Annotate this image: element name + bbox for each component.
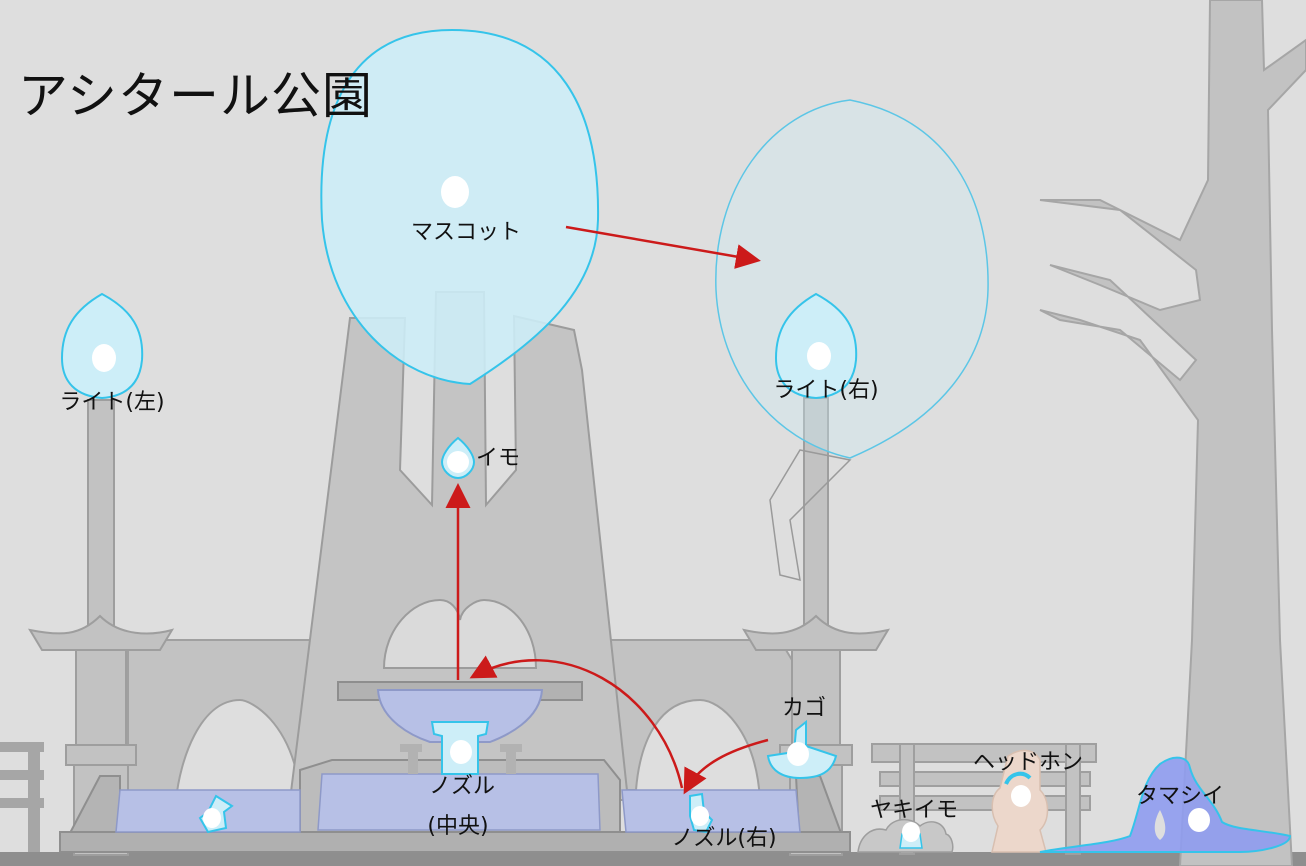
arrow-nozzle-right-to-center	[469, 655, 684, 789]
bench-left	[0, 742, 44, 852]
label-tamashii: タマシイ	[1135, 784, 1225, 809]
tamashii-hole	[1154, 810, 1166, 840]
headphone-highlight	[1004, 771, 1032, 785]
label-headphone: ヘッドホン	[972, 750, 1084, 775]
dot-light-left	[92, 344, 116, 372]
label-imo: イモ	[475, 446, 521, 471]
dot-nozzle-right	[691, 806, 709, 826]
dot-nozzle-left	[203, 808, 221, 828]
lamp-post-left	[27, 399, 175, 856]
label-nozzle-center: ノズル	[428, 774, 496, 799]
arch-walls	[127, 639, 793, 801]
label-mascot: マスコット	[410, 220, 522, 245]
tree	[1039, 0, 1306, 866]
label-kago: カゴ	[781, 696, 827, 721]
arrow-mascot-move	[565, 225, 761, 269]
label-light-left: ライト(左)	[59, 390, 165, 415]
arrows	[445, 225, 769, 795]
label-nozzle-center-sub: (中央)	[427, 814, 489, 839]
arrow-kago-to-nozzle-right	[683, 738, 769, 795]
label-nozzle-right: ノズル(右)	[671, 826, 777, 851]
dot-headphone	[1011, 785, 1031, 807]
label-yakiimo: ヤキイモ	[869, 798, 959, 823]
dot-kago	[787, 742, 809, 766]
dot-yakiimo	[902, 822, 920, 842]
dot-tamashii	[1188, 808, 1210, 832]
dot-nozzle-center	[450, 740, 472, 764]
dot-light-right	[807, 342, 831, 370]
fountain-bowl	[337, 681, 583, 774]
page-title: アシタール公園	[18, 67, 373, 125]
ground	[0, 852, 1306, 866]
anchor-dots	[92, 176, 1210, 842]
dot-imo	[447, 451, 469, 473]
tamashii-ghost	[1039, 756, 1292, 853]
dot-mascot	[441, 176, 469, 208]
label-light-right: ライト(右)	[773, 378, 879, 403]
